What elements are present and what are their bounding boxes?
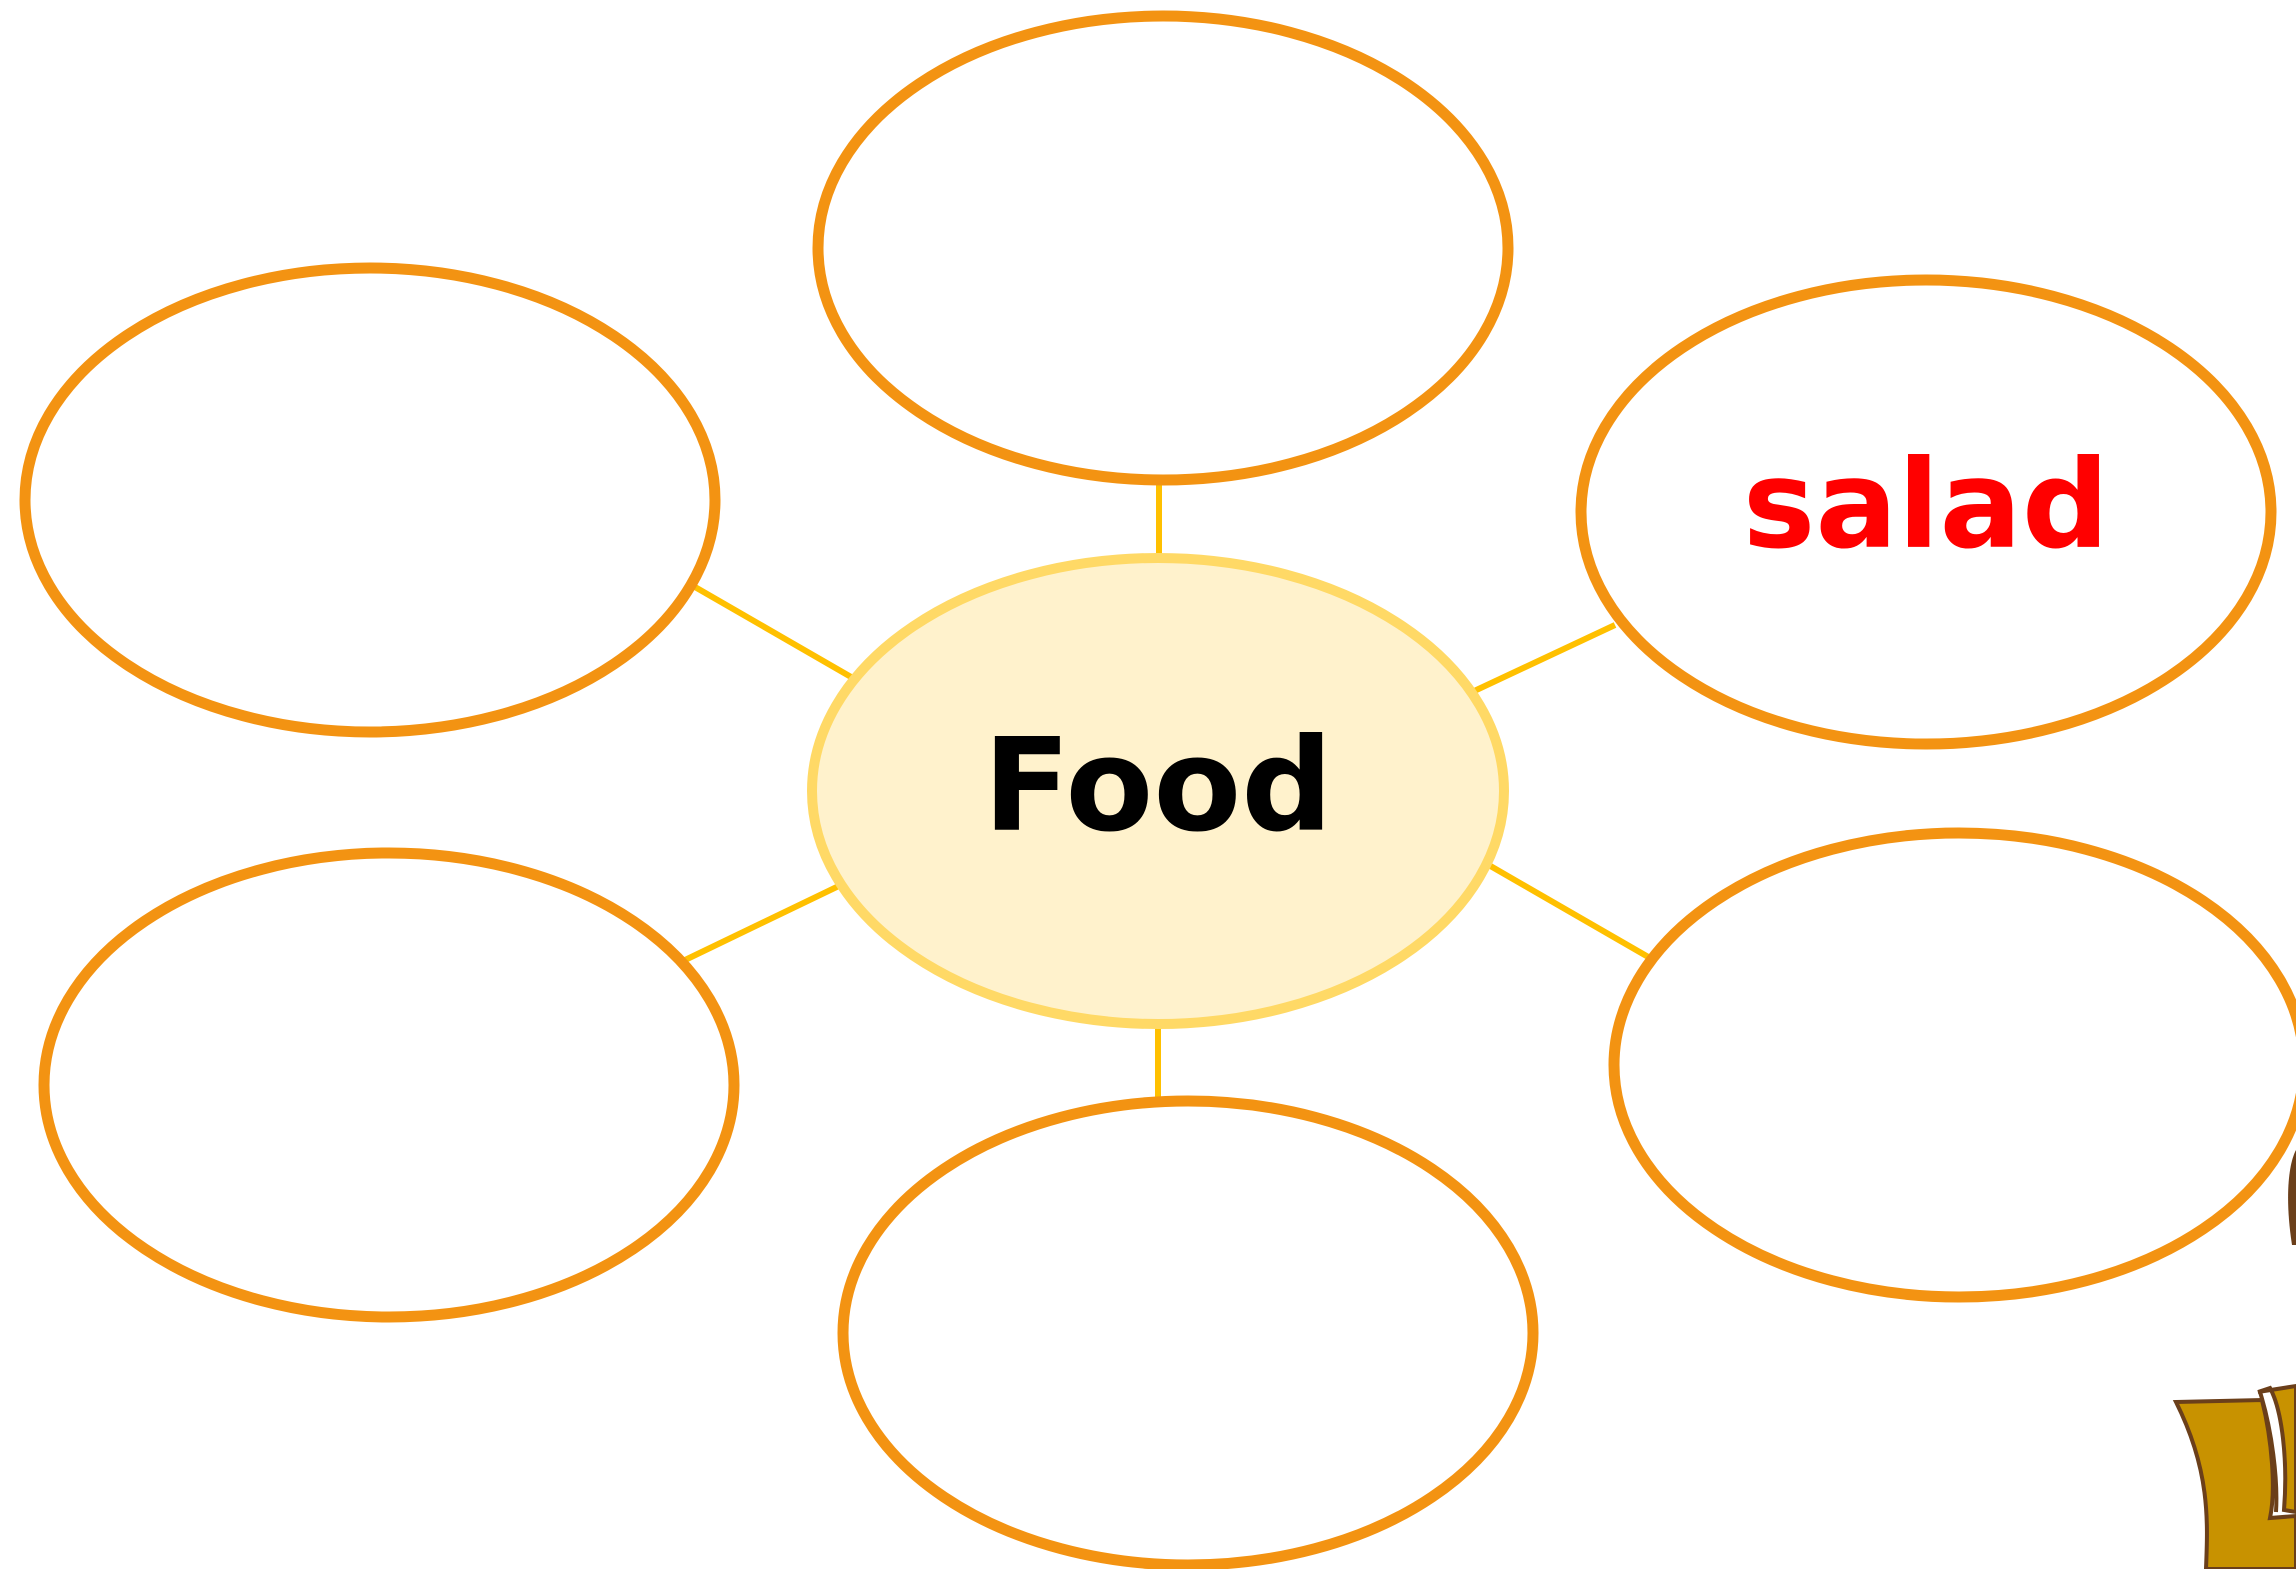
center-bubble[interactable]: Food: [812, 558, 1504, 1024]
bubble-top-left[interactable]: [25, 268, 715, 732]
center-label: Food: [983, 712, 1333, 861]
bubble-bottom-left[interactable]: [44, 853, 734, 1317]
bubble-bottom-right[interactable]: [1614, 833, 2296, 1297]
connector-top-right: [1470, 625, 1615, 693]
bubble-top[interactable]: [818, 16, 1508, 480]
connector-bottom-right: [1487, 864, 1650, 958]
connector-bottom-left: [683, 883, 845, 961]
bubble-bottom[interactable]: [843, 1101, 1533, 1565]
bubble-top-right[interactable]: salad: [1581, 280, 2271, 744]
bubble-top-right-label: salad: [1743, 434, 2109, 576]
connector-top-left: [695, 587, 858, 681]
